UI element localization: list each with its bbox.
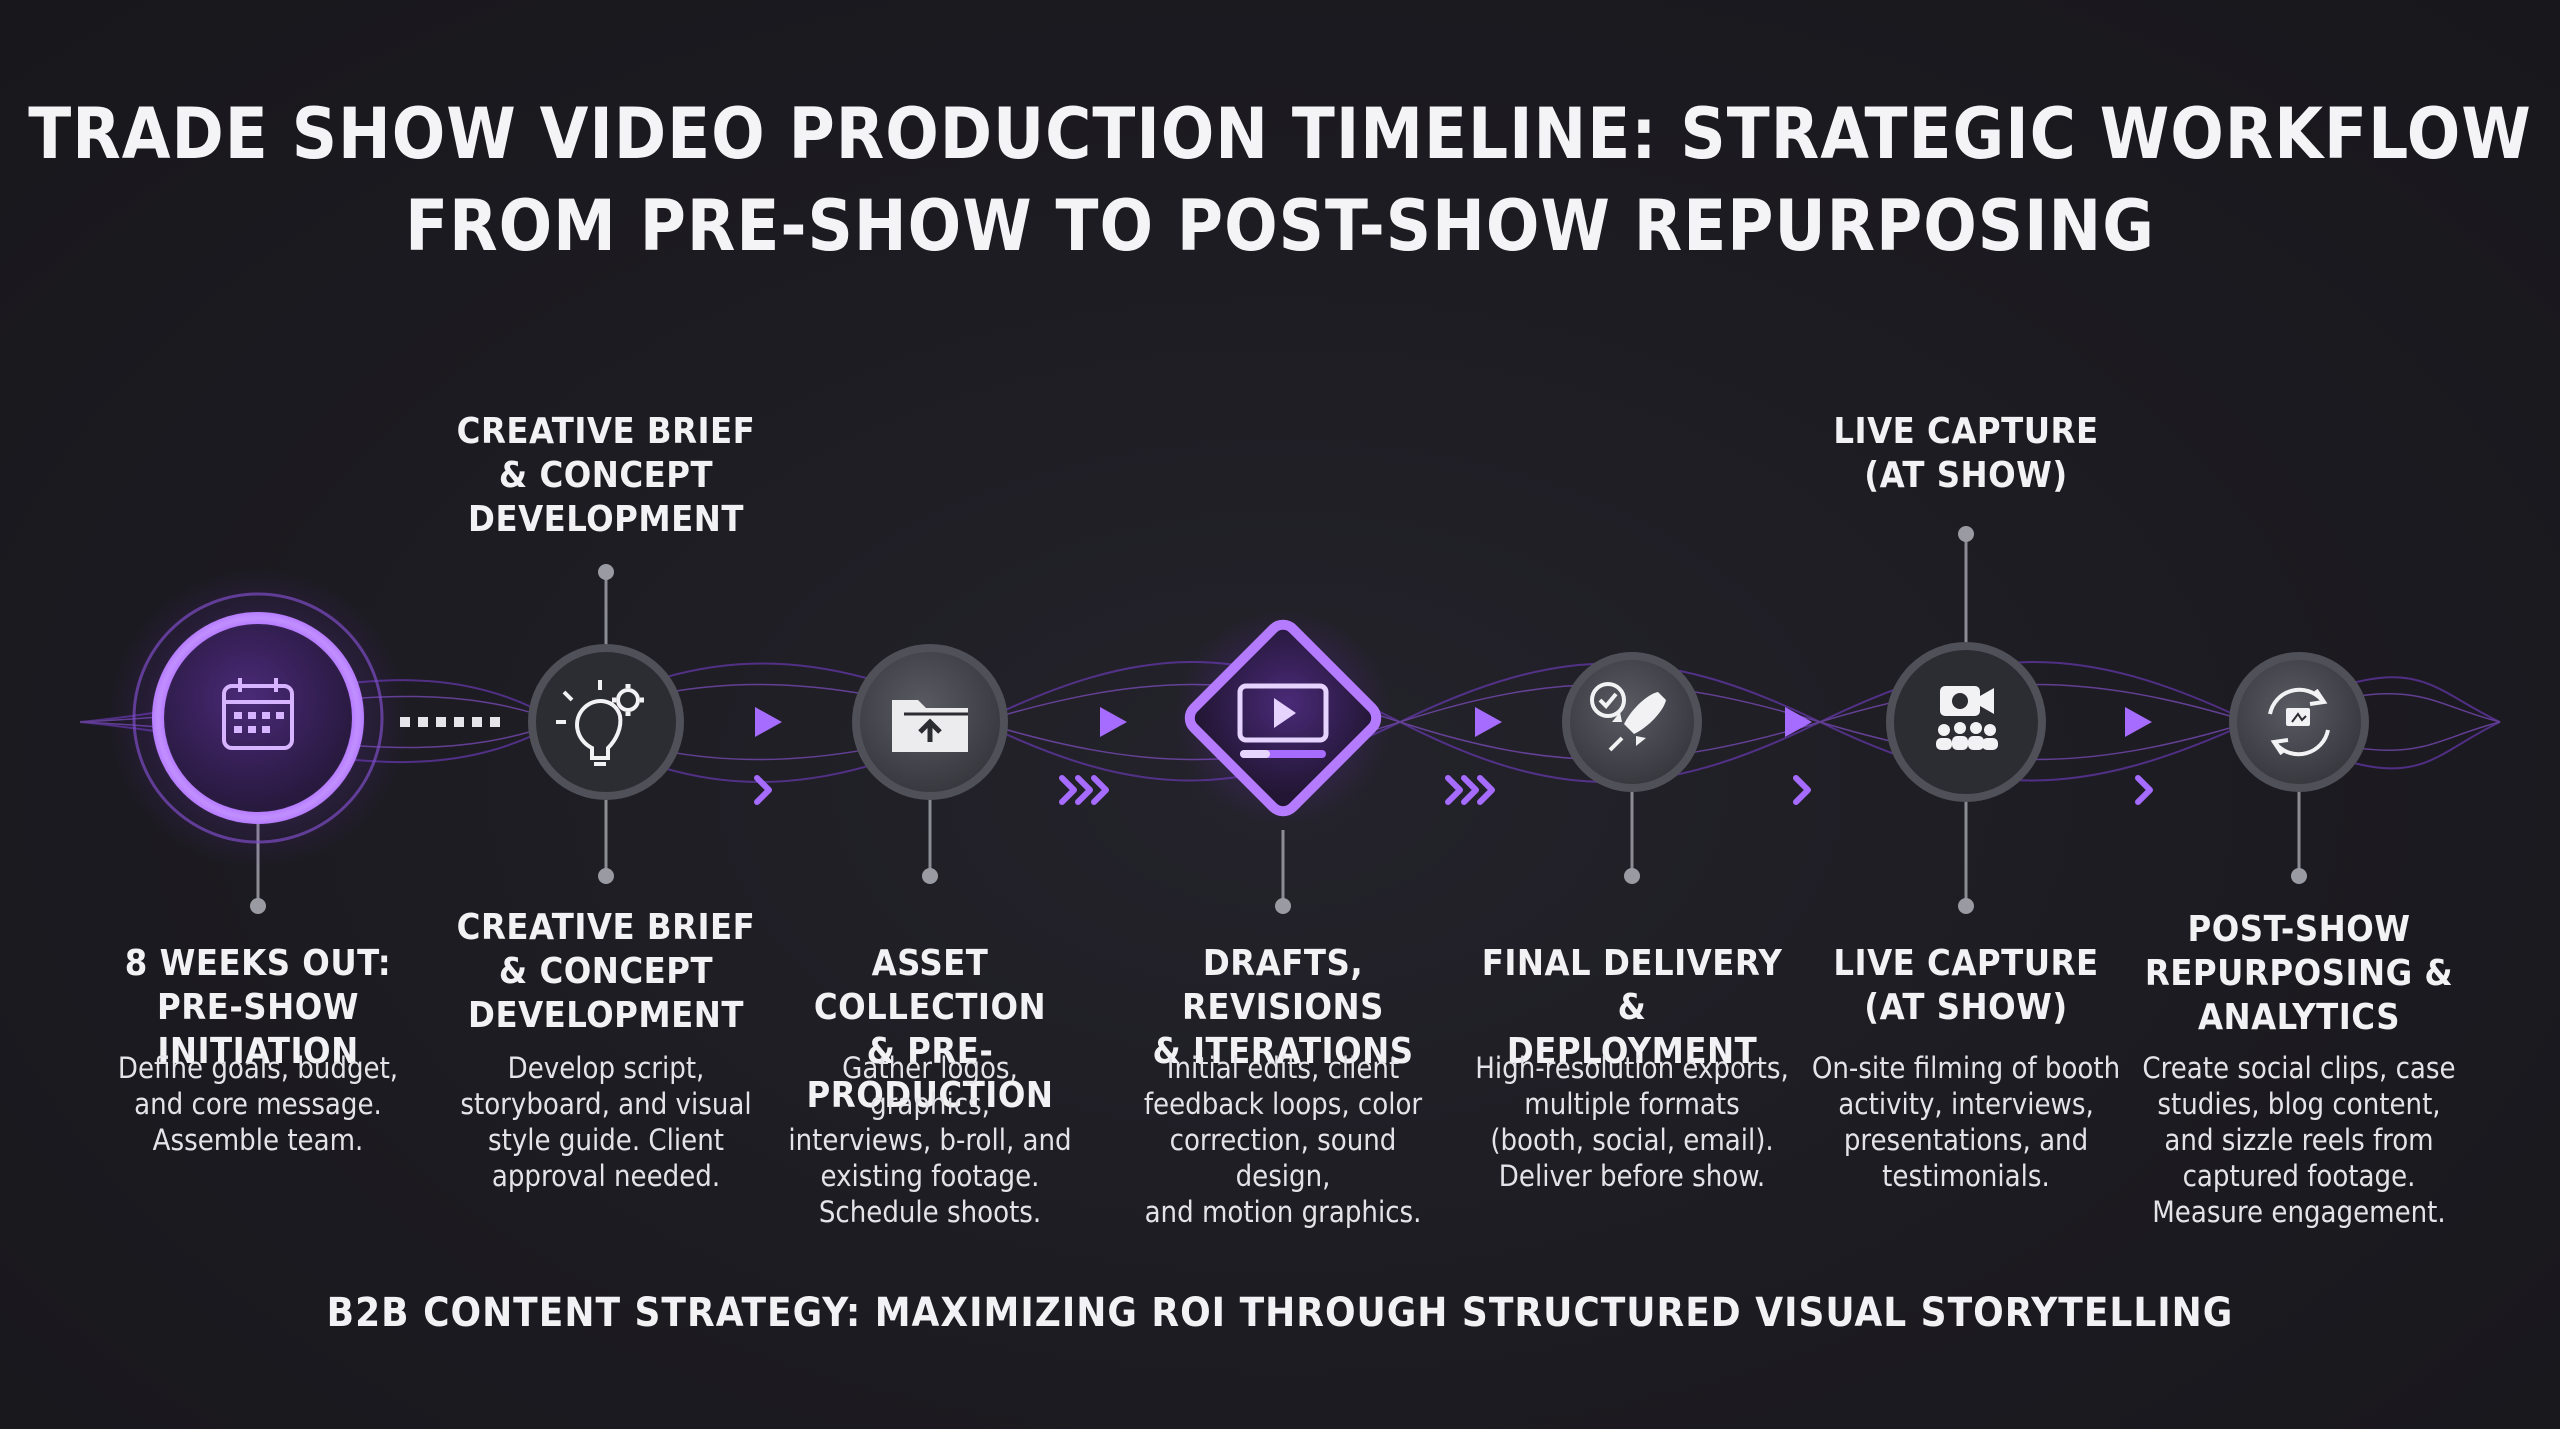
video-play-icon — [1237, 683, 1329, 758]
stage-node-4 — [1130, 565, 1436, 871]
stage-title-3: ASSET COLLECTION & PRE-PRODUCTION — [806, 943, 1054, 1116]
stage-desc-4: Initial edits, client feedback loops, co… — [1143, 1051, 1423, 1229]
stage-node-1 — [108, 568, 408, 868]
stage-desc-2: Develop script, storyboard, and visual s… — [460, 1051, 752, 1193]
footer-tagline: B2B CONTENT STRATEGY: MAXIMIZING ROI THR… — [326, 1290, 2234, 1336]
stage-node-2 — [528, 644, 684, 800]
page-title: TRADE SHOW VIDEO PRODUCTION TIMELINE: ST… — [0, 88, 2560, 272]
rocket-check-icon — [1590, 682, 1666, 752]
stage-desc-7: Create social clips, case studies, blog … — [2142, 1051, 2456, 1229]
stage-desc-3: Gather logos, graphics, interviews, b-ro… — [788, 1051, 1072, 1229]
title-line-1: TRADE SHOW VIDEO PRODUCTION TIMELINE: ST… — [28, 93, 2532, 175]
title-line-2: FROM PRE-SHOW TO POST-SHOW REPURPOSING — [405, 185, 2155, 267]
stage-title-6: LIVE CAPTURE (AT SHOW) — [1833, 943, 2099, 1028]
repurpose-cycle-icon — [2268, 687, 2330, 757]
stage-node-7 — [2229, 652, 2369, 792]
stage-desc-6: On-site filming of booth activity, inter… — [1811, 1051, 2121, 1193]
lightbulb-gear-icon — [556, 680, 644, 766]
top-label-live-capture: LIVE CAPTURE (AT SHOW) — [1833, 411, 2099, 496]
stage-node-3 — [852, 644, 1008, 800]
calendar-icon — [222, 678, 294, 750]
stage-node-5 — [1562, 652, 1702, 792]
stage-title-7: POST-SHOW REPURPOSING & ANALYTICS — [2144, 909, 2454, 1038]
stage-title-2: CREATIVE BRIEF & CONCEPT DEVELOPMENT — [456, 907, 756, 1036]
top-label-creative-brief: CREATIVE BRIEF & CONCEPT DEVELOPMENT — [456, 411, 756, 540]
folder-upload-icon — [892, 700, 968, 752]
line-arrows — [755, 707, 2152, 737]
stage-title-5: FINAL DELIVERY & DEPLOYMENT — [1481, 943, 1783, 1072]
stage-desc-5: High-resolution exports, multiple format… — [1475, 1051, 1789, 1193]
flow-chevrons — [754, 775, 2153, 805]
stage-title-1: 8 WEEKS OUT: PRE-SHOW INITIATION — [124, 943, 392, 1072]
stage-title-4: DRAFTS, REVISIONS & ITERATIONS — [1152, 943, 1414, 1072]
camera-audience-icon — [1936, 686, 1998, 750]
stage-node-6 — [1886, 642, 2046, 802]
stage-desc-1: Define goals, budget, and core message. … — [117, 1051, 399, 1157]
